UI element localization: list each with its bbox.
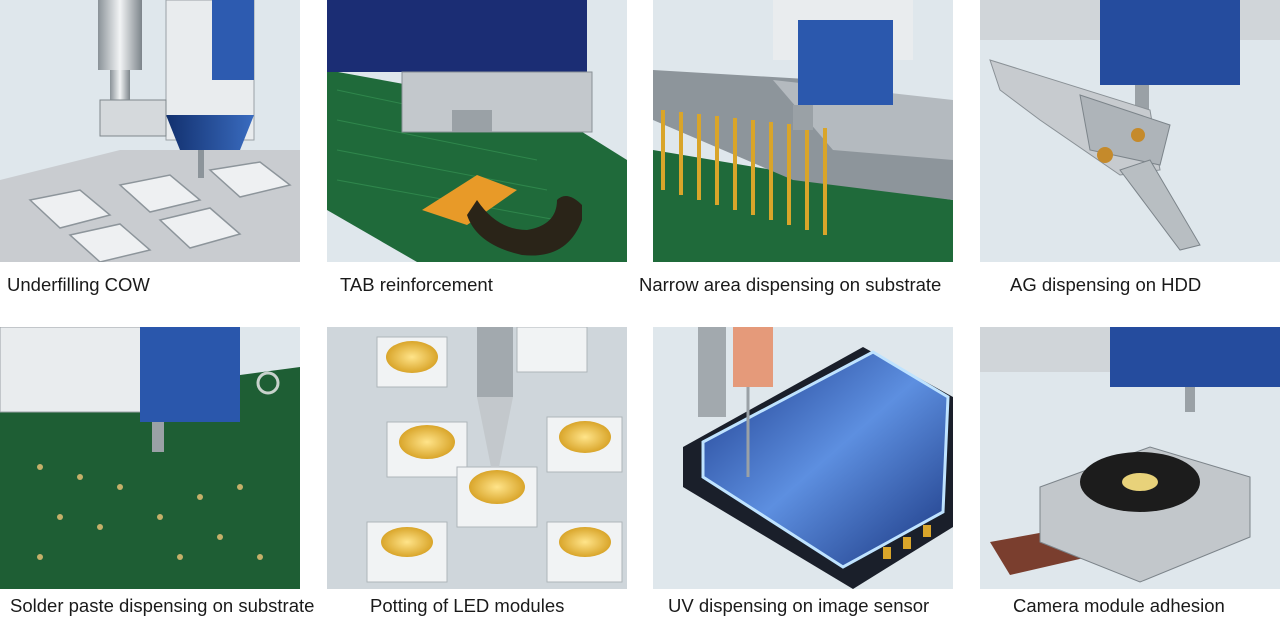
caption-narrow-area: Narrow area dispensing on substrate xyxy=(639,274,942,295)
caption-uv-image-sensor: UV dispensing on image sensor xyxy=(668,595,930,616)
camera-module-illustration xyxy=(980,327,1280,589)
underfill-cow-illustration xyxy=(0,0,300,262)
caption-led-potting: Potting of LED modules xyxy=(370,595,565,616)
caption-camera-module: Camera module adhesion xyxy=(1013,595,1225,616)
caption-hdd-ag: AG dispensing on HDD xyxy=(1010,274,1202,295)
solder-paste-illustration xyxy=(0,327,300,589)
uv-image-sensor-illustration xyxy=(653,327,953,589)
hdd-ag-illustration xyxy=(980,0,1280,262)
tab-reinforcement-illustration xyxy=(327,0,627,262)
narrow-area-illustration xyxy=(653,0,953,262)
caption-solder-paste: Solder paste dispensing on substrate xyxy=(10,595,315,616)
caption-tab-reinforcement: TAB reinforcement xyxy=(340,274,493,295)
caption-underfill-cow: Underfilling COW xyxy=(7,274,150,295)
led-potting-illustration xyxy=(327,327,627,589)
